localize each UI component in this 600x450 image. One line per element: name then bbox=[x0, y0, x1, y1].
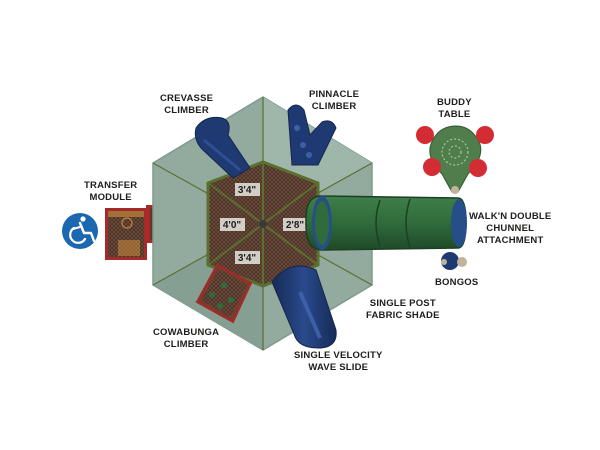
deck-dimension-top: 3'4" bbox=[238, 185, 257, 196]
central-deck: 3'4" 4'0" 2'8" 3'4" bbox=[206, 160, 320, 288]
bongos bbox=[441, 252, 467, 270]
cowabunga-climber bbox=[195, 263, 253, 324]
wheelchair-accessibility-icon bbox=[62, 213, 98, 249]
deck-dimension-bottom: 3'4" bbox=[238, 253, 257, 264]
deck-dimension-right: 2'8" bbox=[286, 220, 305, 231]
walk-double-chunnel bbox=[305, 195, 467, 251]
pinnacle-climber bbox=[287, 104, 337, 166]
wave-slide bbox=[271, 265, 337, 349]
label-bongos: BONGOS bbox=[435, 277, 479, 288]
crevasse-climber bbox=[194, 117, 251, 179]
buddy-table bbox=[416, 125, 494, 194]
deck-dimension-left: 4'0" bbox=[223, 220, 242, 231]
